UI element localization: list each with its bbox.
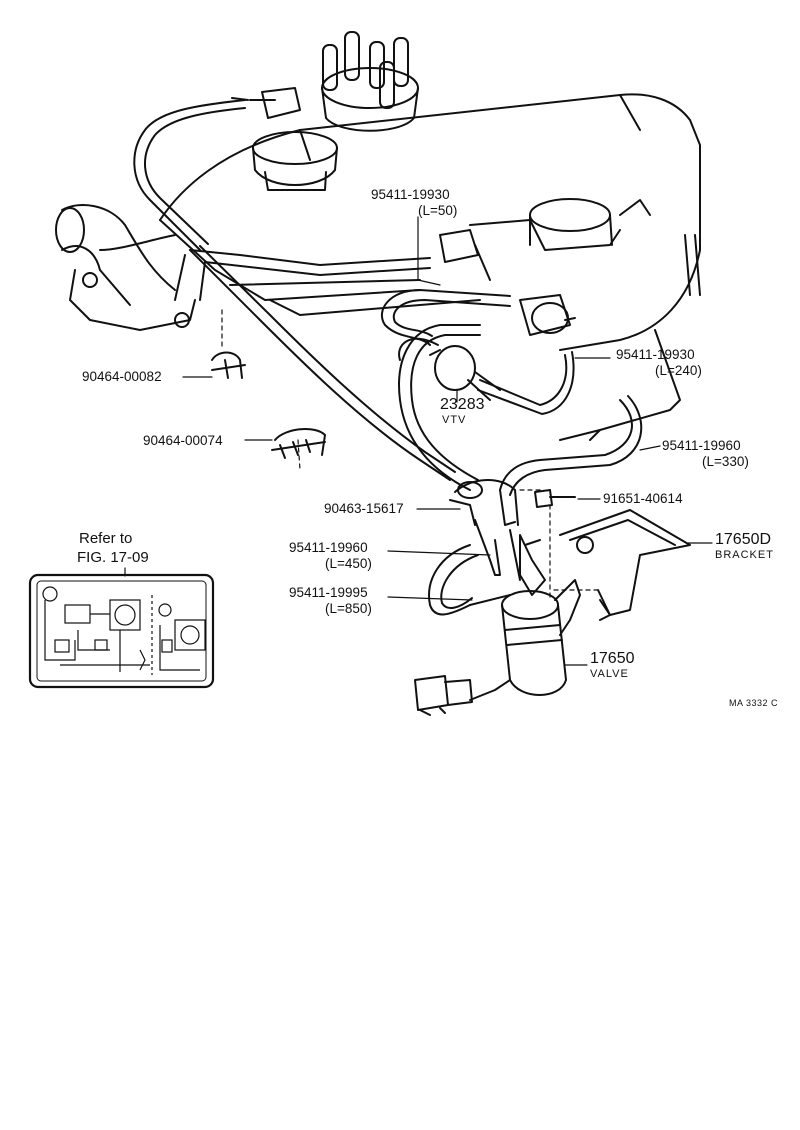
bolt-91651-40614 <box>534 489 576 508</box>
valve-17650 <box>469 579 581 701</box>
refer-figure-link[interactable]: FIG. 17-09 <box>77 549 149 566</box>
sensor-switch <box>519 534 546 596</box>
label-95411-19930-top-length: (L=50) <box>418 203 458 218</box>
label-17650-name: VALVE <box>590 668 629 680</box>
center-hose-loops <box>380 289 575 491</box>
label-23283: 23283 <box>440 396 485 413</box>
label-95411-19930-right-length: (L=240) <box>655 363 702 378</box>
carburetor <box>439 198 701 296</box>
label-17650: 17650 <box>590 650 635 667</box>
vtv-valve-23283 <box>398 337 501 401</box>
clip-90464-00074 <box>271 428 326 459</box>
hose-95411-19960-right <box>499 395 643 496</box>
label-95411-19960-left: 95411-19960 <box>289 540 368 555</box>
label-90463-15617: 90463-15617 <box>324 501 404 516</box>
lower-hoses <box>428 519 521 616</box>
label-90464-00082: 90464-00082 <box>82 369 162 384</box>
oil-filler-cap <box>252 131 338 191</box>
engine-head-cover <box>99 93 701 441</box>
label-95411-19960-right-length: (L=330) <box>702 454 749 469</box>
label-95411-19960-right: 95411-19960 <box>662 438 741 453</box>
label-95411-19995: 95411-19995 <box>289 585 368 600</box>
label-90464-00074: 90464-00074 <box>143 433 223 448</box>
bracket-17650D <box>559 509 691 621</box>
long-vacuum-line <box>174 245 456 481</box>
label-95411-19995-length: (L=850) <box>325 601 372 616</box>
clamp-90463-15617 <box>449 479 519 526</box>
label-23283-name: VTV <box>442 414 467 426</box>
figure-code: MA 3332 C <box>729 698 779 708</box>
clip-90464-00082 <box>211 351 246 379</box>
upper-vacuum-hose <box>133 99 246 251</box>
vacuum-advance-unit <box>231 87 301 119</box>
label-95411-19960-left-length: (L=450) <box>325 556 372 571</box>
label-95411-19930-top: 95411-19930 <box>371 187 450 202</box>
reference-inset[interactable] <box>28 573 215 689</box>
electrical-connector <box>414 675 473 716</box>
reference-dashes <box>221 309 599 601</box>
distributor <box>321 31 419 132</box>
label-91651-40614: 91651-40614 <box>603 491 683 506</box>
label-95411-19930-right: 95411-19930 <box>616 347 695 362</box>
intake-elbow <box>55 204 196 331</box>
refer-to-text: Refer to <box>79 530 133 547</box>
label-17650D: 17650D <box>715 531 772 548</box>
vacuum-switching-valve <box>519 294 576 336</box>
label-17650D-name: BRACKET <box>715 549 774 561</box>
leader-lines <box>124 216 713 666</box>
